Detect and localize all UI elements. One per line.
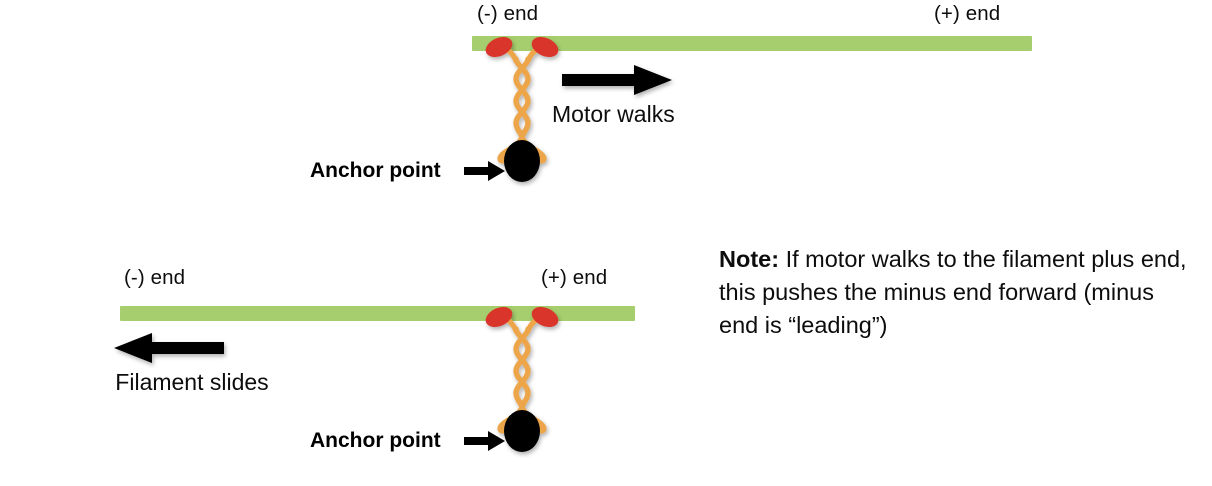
motor-walks-label: Motor walks [552,101,675,127]
filament-slides-arrow [112,332,224,364]
motor-stalk-strand-b [513,326,531,410]
panel-anchored-motor-walks: (-) end (+) end [0,0,1212,230]
anchor-point-bead-bottom [504,410,540,452]
note-prefix: Note: [719,246,780,272]
motor-stalk-strand-a [513,56,531,140]
motor-protein-bottom [472,306,572,465]
motor-stalk-strand-a [513,326,531,410]
motor-head-right [531,36,559,58]
motor-head-left [485,306,513,328]
motor-stalk-strand-b [513,56,531,140]
anchor-point-bead-top [504,140,540,182]
filament-slides-label: Filament slides [115,369,269,395]
filament-plus-end-label-bottom: (+) end [541,266,608,289]
note-block: Note: If motor walks to the filament plu… [719,243,1199,342]
motor-head-left [485,36,513,58]
motor-walks-arrow [562,64,674,96]
filament-minus-end-label-top: (-) end [477,2,539,25]
anchor-point-pointer-top [464,160,506,182]
filament-bar-top [472,36,1032,51]
panel-filament-slides: (-) end (+) end [0,230,700,486]
filament-plus-end-label-top: (+) end [934,2,1001,25]
anchor-point-label-bottom: Anchor point [310,429,441,452]
motor-protein-top [472,36,572,195]
anchor-point-pointer-bottom [464,430,506,452]
motor-head-right [531,306,559,328]
filament-minus-end-label-bottom: (-) end [124,266,186,289]
anchor-point-label-top: Anchor point [310,159,441,182]
note-body: If motor walks to the filament plus end,… [719,246,1187,338]
